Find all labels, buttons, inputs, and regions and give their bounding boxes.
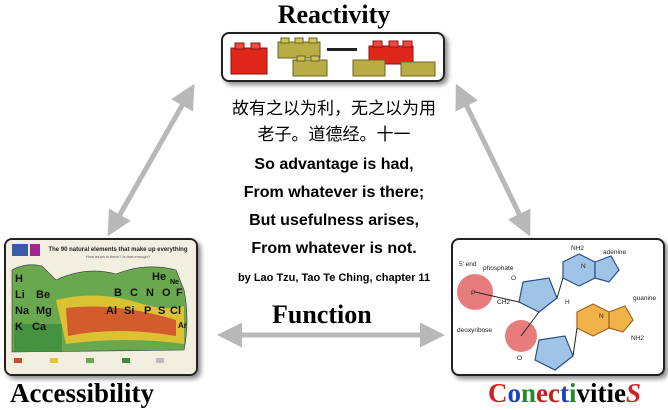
dna-structure-panel: 5' end phosphate adenine deoxyribose gua…: [451, 238, 665, 376]
label-5-end: 5' end: [459, 261, 477, 268]
element-mg: Mg: [36, 305, 52, 317]
conn-part-6: i: [569, 378, 577, 408]
conn-part-4: ec: [536, 378, 560, 408]
label-n-1: N: [581, 263, 586, 270]
label-guanine: guanine: [633, 295, 657, 302]
element-o: O: [162, 287, 171, 299]
element-na: Na: [15, 305, 30, 317]
element-li: Li: [15, 289, 25, 301]
table-subheading: How much is there? Is that enough?: [86, 254, 151, 259]
conn-part-7: vitie: [576, 378, 626, 408]
table-heading: The 90 natural elements that make up eve…: [48, 247, 187, 253]
element-h: H: [15, 273, 23, 285]
label-nh2-bottom: NH2: [631, 335, 644, 342]
title-connectivities: ConectivitieS: [488, 378, 641, 409]
conn-part-5: t: [560, 378, 569, 408]
element-he: He: [152, 271, 166, 283]
label-p: P: [471, 290, 475, 297]
adenine-ring: [562, 253, 596, 287]
element-b: B: [114, 287, 122, 299]
dna-structure-illustration: 5' end phosphate adenine deoxyribose gua…: [457, 245, 657, 371]
label-adenine: adenine: [603, 249, 627, 256]
element-al: Al: [106, 305, 117, 317]
periodic-table-illustration: The 90 natural elements that make up eve…: [6, 240, 196, 374]
label-n-2: N: [599, 313, 604, 320]
element-k: K: [15, 321, 23, 333]
element-si: Si: [124, 305, 134, 317]
element-ar: Ar: [178, 321, 187, 330]
quote-chinese-line-1: 故有之以为利，无之以为用: [232, 99, 436, 119]
quote-english-line-1: So advantage is had,: [254, 156, 414, 173]
label-o-1: O: [511, 275, 516, 282]
label-phosphate: phosphate: [483, 265, 514, 272]
title-reactivity: Reactivity: [277, 0, 391, 29]
element-ca: Ca: [32, 321, 47, 333]
conn-part-1: C: [488, 378, 508, 408]
combined-brick-icon: [352, 40, 436, 77]
element-n: N: [146, 287, 154, 299]
element-ne: Ne: [170, 279, 179, 286]
quote-credit: by Lao Tzu, Tao Te Ching, chapter 11: [237, 272, 431, 284]
bond-dash: [327, 48, 357, 51]
lego-bricks-illustration: [230, 37, 436, 77]
element-s: S: [158, 305, 165, 317]
element-p: P: [144, 305, 151, 317]
conn-part-3: n: [521, 378, 537, 408]
label-nh2-top: NH2: [571, 245, 584, 252]
label-o-2: O: [517, 355, 522, 362]
label-ch2: CH2: [497, 299, 510, 306]
element-cl: Cl: [170, 305, 181, 317]
title-function: Function: [272, 300, 372, 329]
deoxyribose-ring-1: [518, 277, 558, 313]
quote-english-line-4: From whatever is not.: [251, 240, 417, 257]
deoxyribose-ring-2: [534, 335, 574, 371]
label-deoxyribose: deoxyribose: [457, 327, 492, 334]
lego-bricks-panel: [221, 32, 445, 82]
arrow-left: [107, 83, 195, 237]
element-f: F: [176, 287, 183, 299]
conn-part-2: o: [507, 378, 522, 408]
red-brick-icon: [230, 42, 268, 75]
quote-english-line-2: From whatever is there;: [243, 184, 425, 201]
periodic-table-panel: The 90 natural elements that make up eve…: [4, 238, 198, 376]
guanine-ring: [576, 303, 610, 337]
element-c: C: [130, 287, 138, 299]
olive-brick-bottom-icon: [292, 55, 328, 77]
arrow-right: [455, 83, 531, 237]
table-legend: [14, 358, 164, 363]
conn-part-8: S: [626, 378, 642, 408]
element-be: Be: [36, 289, 50, 301]
label-h: H: [565, 299, 570, 306]
olive-brick-top-icon: [277, 37, 321, 59]
iupac-logo-icon: [30, 244, 40, 256]
unesco-logo-icon: [12, 244, 28, 256]
quote-english-line-3: But usefulness arises,: [249, 212, 419, 229]
quote-chinese-line-2: 老子。道德经。十一: [257, 125, 411, 145]
title-accessibility: Accessibility: [10, 378, 154, 408]
